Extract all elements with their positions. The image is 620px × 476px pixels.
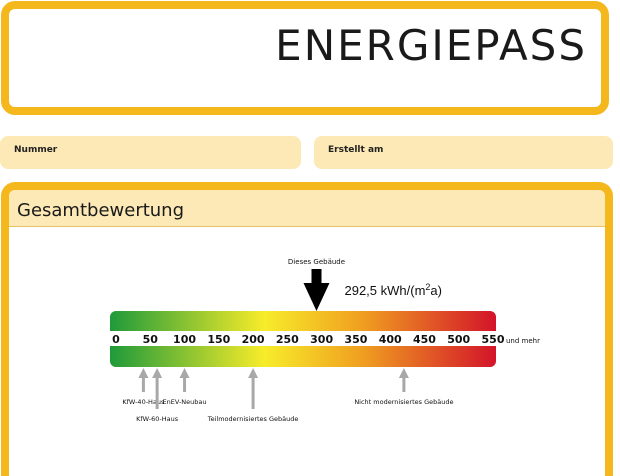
marker-arrow-shaft-kfw-60-haus — [155, 377, 159, 409]
header-panel: ENERGIEPASS — [1, 1, 609, 115]
tick-label-50: 50 — [143, 333, 159, 346]
tick-label-450: 450 — [413, 333, 436, 346]
marker-arrow-shaft-enev-neubau — [183, 377, 187, 392]
pointer-arrow-head — [303, 283, 330, 311]
marker-arrow-head-kfw-40-haus — [138, 368, 149, 378]
marker-label-kfw-60-haus: KfW-60-Haus — [136, 415, 179, 423]
tick-label-400: 400 — [379, 333, 402, 346]
tick-label-500: 500 — [447, 333, 470, 346]
tick-label-250: 250 — [276, 333, 299, 346]
document-title: ENERGIEPASS — [275, 21, 587, 70]
marker-arrow-head-enev-neubau — [179, 368, 190, 378]
tick-label-200: 200 — [242, 333, 265, 346]
marker-arrow-shaft-kfw-40-haus — [141, 377, 145, 392]
marker-label-enev-neubau: EnEV-Neubau — [163, 398, 207, 406]
tick-label-0: 0 — [112, 333, 120, 346]
nummer-field[interactable]: Nummer — [0, 136, 301, 169]
tick-label-150: 150 — [207, 333, 230, 346]
marker-arrow-shaft-nicht-modernisiertes-geb-ude — [402, 377, 406, 392]
marker-arrow-head-kfw-60-haus — [152, 368, 163, 378]
building-value: 292,5 kWh/(m2a) — [344, 282, 442, 298]
marker-arrow-shaft-teilmodernisiertes-geb-ude — [251, 377, 255, 409]
marker-label-teilmodernisiertes-geb-ude: Teilmodernisiertes Gebäude — [207, 415, 299, 423]
erstellt-label: Erstellt am — [328, 145, 384, 155]
tick-label-350: 350 — [344, 333, 367, 346]
tick-label-550: 550 — [482, 333, 505, 346]
tick-label-100: 100 — [173, 333, 196, 346]
pointer-arrow-shaft — [311, 269, 322, 285]
marker-arrow-head-nicht-modernisiertes-geb-ude — [398, 368, 409, 378]
tick-label-300: 300 — [310, 333, 333, 346]
marker-label-kfw-40-haus: KfW-40-Haus — [122, 398, 165, 406]
marker-label-nicht-modernisiertes-geb-ude: Nicht modernisiertes Gebäude — [354, 398, 453, 406]
scale-number-band — [110, 331, 496, 346]
max-suffix-label: und mehr — [506, 337, 540, 345]
section-header: Gesamtbewertung — [9, 190, 605, 227]
section-title: Gesamtbewertung — [17, 200, 185, 221]
erstellt-field[interactable]: Erstellt am — [314, 136, 613, 169]
pointer-label: Dieses Gebäude — [288, 258, 345, 266]
nummer-label: Nummer — [14, 145, 58, 155]
marker-arrow-head-teilmodernisiertes-geb-ude — [248, 368, 259, 378]
